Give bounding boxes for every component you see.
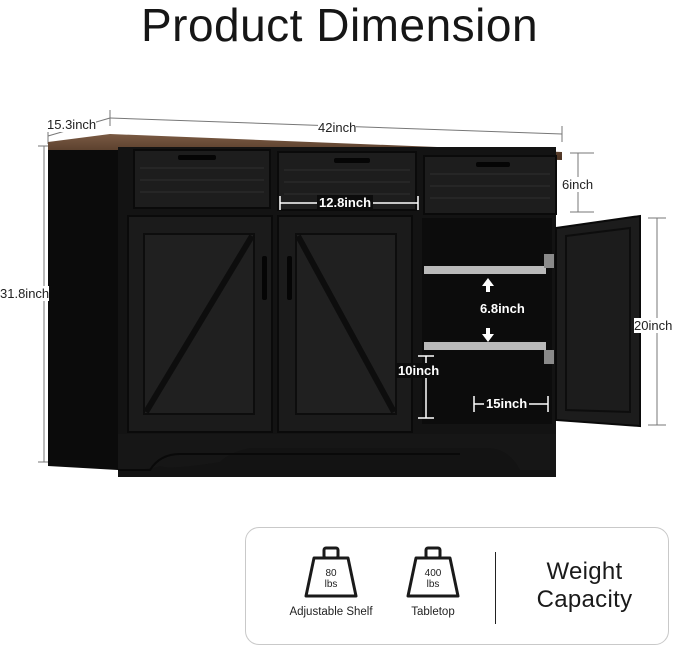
dimension-lines: [38, 110, 666, 463]
shelf-adjust-arrows: [482, 278, 494, 342]
shelf-gap-label: 6.8inch: [478, 301, 527, 316]
capacity-item-tabletop: 400 lbs Tabletop: [378, 546, 488, 618]
capacity-caption: Tabletop: [411, 606, 455, 618]
capacity-heading-line1: Weight: [546, 558, 623, 585]
cabinet-side: [48, 150, 118, 470]
doors: [127, 215, 413, 433]
cabinet-base: [118, 434, 556, 470]
bottom-gap-label: 10inch: [396, 363, 442, 378]
open-compartment: [422, 218, 552, 424]
capacity-weight: 400: [424, 568, 442, 579]
cabinet-height-label: 20inch: [634, 318, 673, 333]
weight-icon: [304, 546, 358, 598]
weight-capacity-panel: 80 lbs Adjustable Shelf 400 lbs Tabletop…: [245, 527, 669, 645]
drawer-height-label: 6inch: [562, 177, 594, 192]
capacity-unit: lbs: [426, 579, 440, 590]
shelf-upper: [424, 266, 546, 274]
depth-label: 15.3inch: [47, 117, 97, 132]
drawer-width-label: 12.8inch: [317, 195, 374, 210]
total-height-label: 31.8inch: [0, 286, 50, 301]
weight-icon: [406, 546, 460, 598]
capacity-caption: Adjustable Shelf: [289, 606, 373, 618]
capacity-weight: 80: [325, 568, 337, 579]
capacity-item-shelf: 80 lbs Adjustable Shelf: [276, 546, 386, 618]
open-door: [555, 214, 641, 428]
capacity-heading: Weight Capacity: [512, 558, 657, 614]
page-title: Product Dimension: [140, 0, 539, 51]
shelf-lower: [424, 342, 546, 350]
capacity-divider: [495, 552, 496, 624]
capacity-heading-line2: Capacity: [536, 586, 633, 613]
capacity-unit: lbs: [324, 579, 338, 590]
shelf-depth-label: 15inch: [484, 396, 530, 411]
width-label: 42inch: [318, 120, 357, 135]
